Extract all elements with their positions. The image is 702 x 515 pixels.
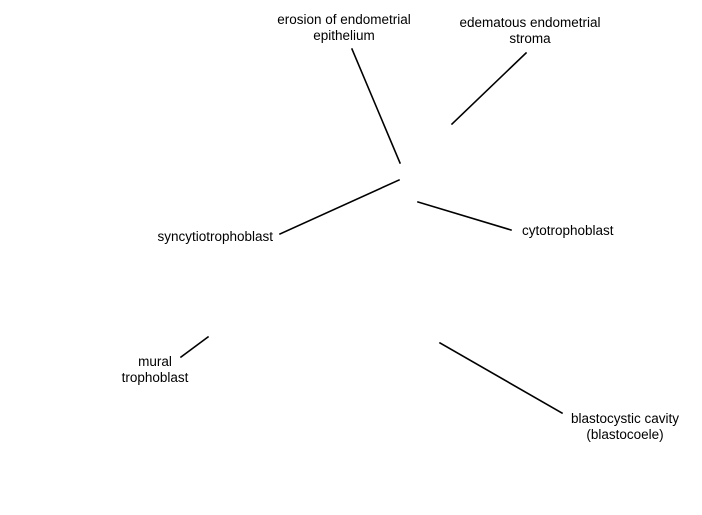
label-erosion-line-2: epithelium [313,28,375,43]
label-erosion-line-1: erosion of endometrial [277,12,411,27]
leader-line-mural [179,335,210,359]
label-syncytiotrophoblast-text: syncytiotrophoblast [157,229,273,244]
label-mural-line-1: mural [138,354,172,369]
label-cytotrophoblast-text: cytotrophoblast [522,223,614,238]
label-edematous-endometrial-stroma: edematous endometrial stroma [444,15,616,47]
label-mural-line-2: trophoblast [121,370,189,385]
label-blastocystic-line-1: blastocystic cavity [570,411,680,426]
leader-line-cytotrophoblast [417,201,512,231]
label-blastocystic-cavity: blastocystic cavity (blastocoele) [558,411,692,443]
label-mural-trophoblast: mural trophoblast [108,354,202,386]
label-erosion-of-endometrial-epithelium: erosion of endometrial epithelium [262,12,426,44]
leader-line-syncytiotrophoblast [278,178,401,236]
label-edematous-line-2: stroma [509,31,551,46]
leader-line-blastocystic [438,341,564,415]
label-edematous-line-1: edematous endometrial [459,15,601,30]
leader-line-erosion [350,47,402,165]
label-syncytiotrophoblast: syncytiotrophoblast [120,229,273,245]
label-cytotrophoblast: cytotrophoblast [522,223,614,239]
label-blastocystic-line-2: (blastocoele) [586,427,664,442]
leader-line-edematous [450,51,528,126]
